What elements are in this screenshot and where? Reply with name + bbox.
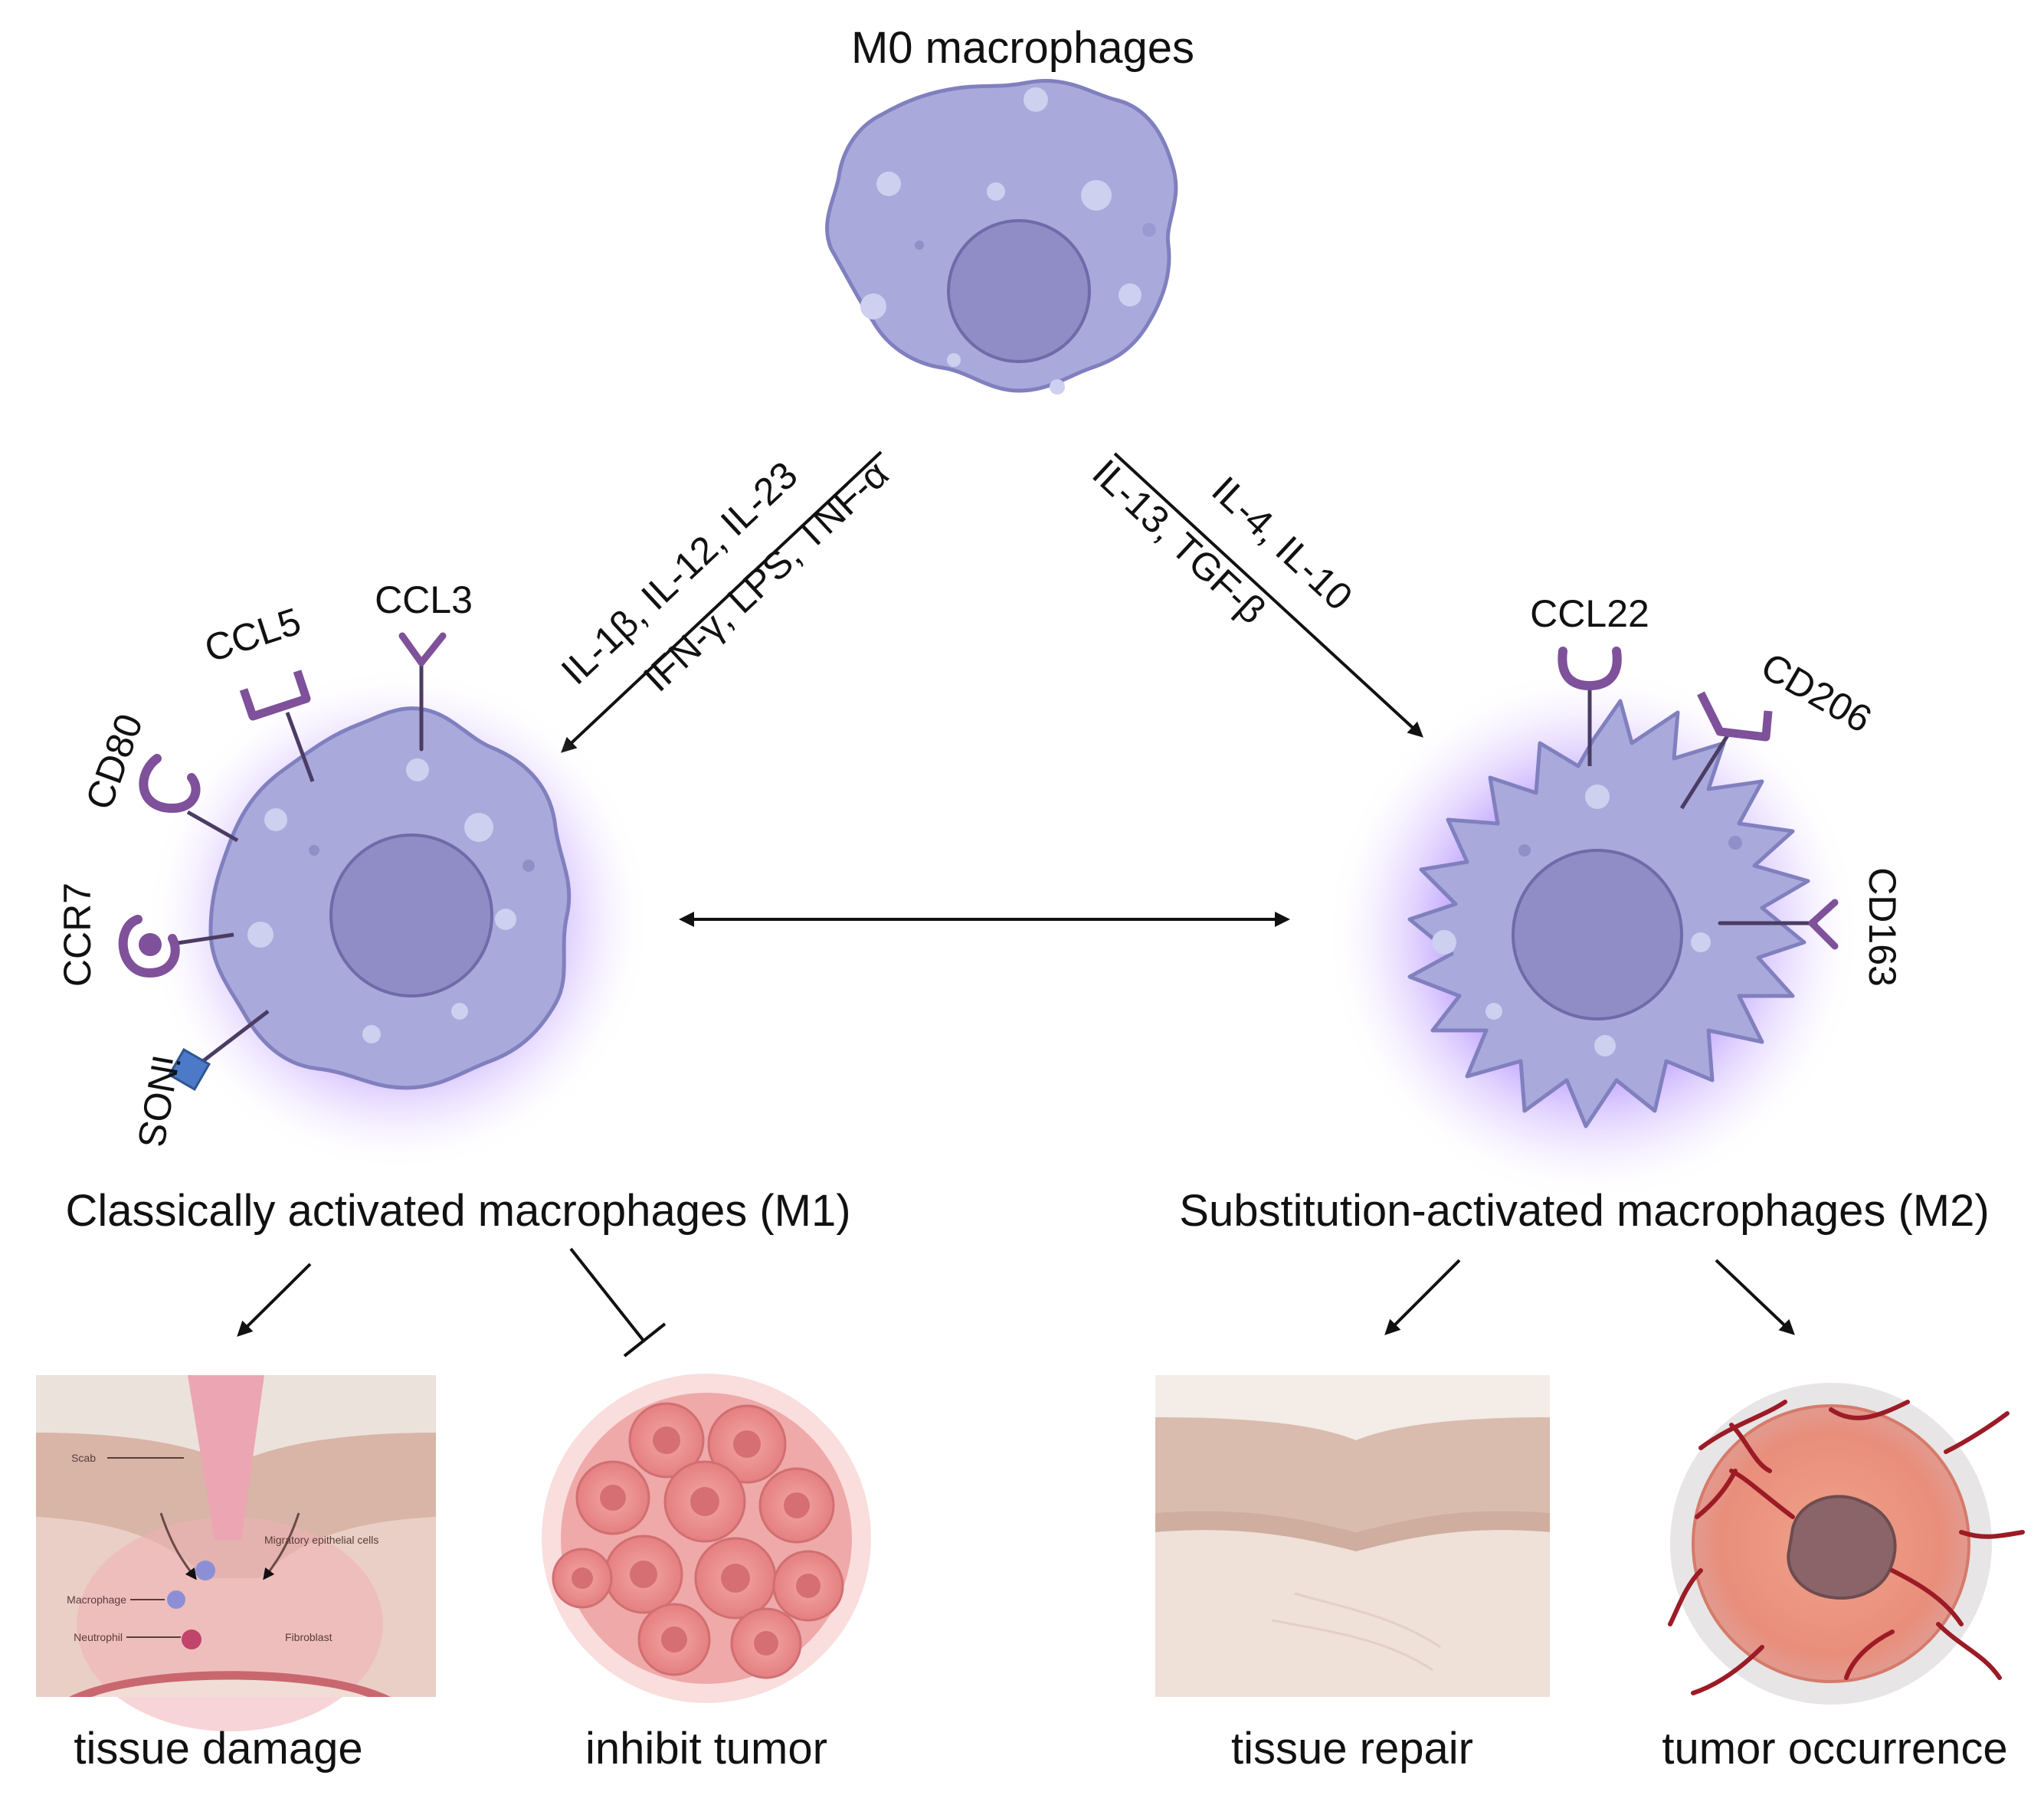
- m1-receptor-ccl5: [239, 670, 315, 782]
- wound-label-macrophage: Macrophage: [67, 1593, 126, 1606]
- wound-label-neutrophil: Neutrophil: [74, 1631, 123, 1643]
- blood-vessels: [1668, 1400, 2025, 1695]
- m1-title: Classically activated macrophages (M1): [65, 1186, 850, 1236]
- m1-inhibit-tumor-bar-arrow: [569, 1247, 667, 1358]
- m2-receptor-ccl22: [1558, 647, 1622, 766]
- neutrophil-dot-icon: [182, 1629, 201, 1649]
- scab-wedge: [188, 1375, 264, 1540]
- tumor-occurrence-illustration: [1668, 1383, 2025, 1705]
- outcome-tissue-repair: tissue repair: [1231, 1724, 1473, 1774]
- m2-arrow-tumor-occurrence: [1715, 1259, 1795, 1335]
- arrow-to-m2: [1113, 452, 1423, 738]
- m1-receptor-cd80: [139, 754, 239, 843]
- m1-marker-cd80: CD80: [77, 709, 151, 815]
- m2-title: Substitution-activated macrophages (M2): [1179, 1186, 1989, 1236]
- m2-arrow-tissue-repair: [1384, 1259, 1461, 1335]
- m0-nucleus: [947, 219, 1091, 363]
- m2-macrophage: CCL22 CD206 CD163: [1325, 592, 1904, 1203]
- m2-stimuli-line2: IL-13, TGF-β: [1084, 451, 1274, 632]
- m1-marker-inos: iNOS: [129, 1053, 188, 1150]
- m2-nucleus: [1512, 849, 1683, 1020]
- m0-macrophage: [825, 78, 1178, 395]
- m1-receptor-ccr7: [118, 915, 234, 978]
- m1-arrow-tissue-damage: [237, 1263, 312, 1337]
- m1-marker-ccl5: CCL5: [199, 599, 306, 670]
- wound-label-fibroblast: Fibroblast: [285, 1631, 332, 1643]
- macrophage-dot-icon: [195, 1561, 215, 1580]
- m2-marker-cd163: CD163: [1861, 867, 1904, 987]
- m1-nucleus: [329, 834, 493, 997]
- m2-marker-ccl22: CCL22: [1530, 592, 1649, 635]
- outcome-inhibit-tumor: inhibit tumor: [585, 1724, 827, 1774]
- tissue-damage-illustration: Scab Migratory epithelial cells Macropha…: [36, 1375, 436, 1731]
- tissue-repair-illustration: [1155, 1375, 1550, 1697]
- m1-marker-ccr7: CCR7: [56, 883, 99, 987]
- m1-receptor-ccl3: [398, 632, 447, 752]
- arrow-to-m1: [561, 450, 883, 753]
- tumor-cell-cluster-illustration: [542, 1374, 871, 1703]
- m2-receptor-cd206: [1679, 691, 1773, 810]
- outcome-tumor-occurrence: tumor occurrence: [1662, 1724, 2007, 1774]
- m2-receptor-cd163: [1718, 899, 1839, 950]
- m1-marker-ccl3: CCL3: [375, 578, 473, 621]
- m0-title: M0 macrophages: [851, 23, 1194, 73]
- m1-receptor-inos: [167, 1010, 270, 1092]
- outcome-tissue-damage: tissue damage: [74, 1724, 362, 1774]
- m2-marker-cd206: CD206: [1754, 644, 1879, 741]
- wound-label-scab: Scab: [71, 1452, 96, 1464]
- wound-label-migratory: Migratory epithelial cells: [264, 1534, 378, 1546]
